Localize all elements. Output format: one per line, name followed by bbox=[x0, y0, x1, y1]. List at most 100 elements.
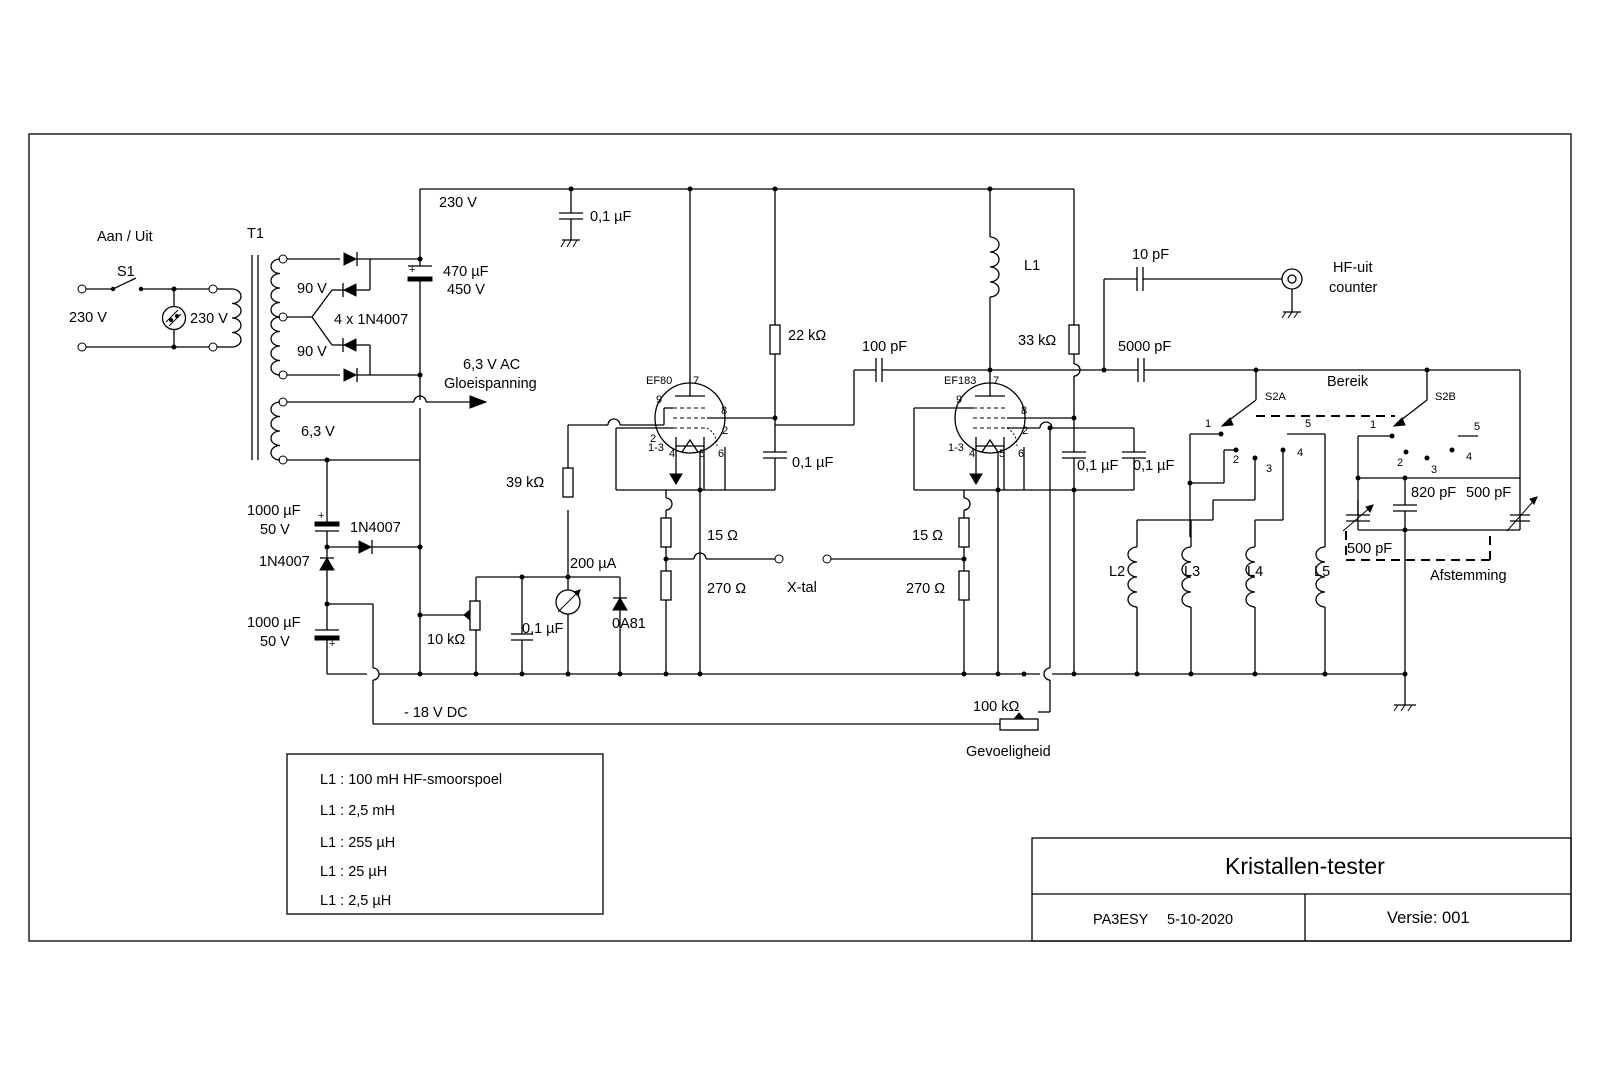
pot-10k bbox=[469, 600, 481, 631]
coil-l3 bbox=[1181, 546, 1192, 608]
s2a-pos5: 5 bbox=[1305, 418, 1311, 430]
s2a-pos1: 1 bbox=[1205, 418, 1211, 430]
bnc-connector bbox=[1281, 268, 1303, 290]
drawing-frame bbox=[28, 133, 1572, 942]
label-neg-cap2-v: 50 V bbox=[260, 634, 290, 650]
coil-l4 bbox=[1245, 546, 1256, 608]
coil-row: L1 : 255 µH bbox=[320, 835, 395, 851]
ef80-pin9: 9 bbox=[656, 394, 662, 406]
terminal bbox=[77, 284, 87, 294]
terminal bbox=[208, 284, 218, 294]
transformer-t1: T1 90 V 90 V 6,3 V bbox=[217, 226, 335, 465]
r270b bbox=[958, 570, 970, 601]
pot-100k bbox=[999, 718, 1039, 731]
s2b-pos1: 1 bbox=[1370, 419, 1376, 431]
s2b-pos2: 2 bbox=[1397, 457, 1403, 469]
label-c5000p: 5000 pF bbox=[1118, 339, 1171, 355]
coil-l5 bbox=[1315, 546, 1326, 608]
label-mains-in: 230 V bbox=[69, 310, 107, 326]
neon-lamp bbox=[161, 305, 187, 331]
label-pot100k: 100 kΩ bbox=[973, 699, 1019, 715]
label-r270a: 270 Ω bbox=[707, 581, 746, 597]
coil-row: L1 : 100 mH HF-smoorspoel bbox=[320, 772, 502, 788]
label-r270b: 270 Ω bbox=[906, 581, 945, 597]
label-power-switch: Aan / Uit bbox=[97, 229, 153, 245]
coil-table: L1 : 100 mH HF-smoorspoel L1 : 2,5 mH L1… bbox=[286, 753, 604, 915]
s2b-pos4: 4 bbox=[1466, 451, 1472, 463]
label-neg-cap2: 1000 µF bbox=[247, 615, 301, 631]
diode bbox=[343, 252, 358, 266]
s2a-pos3: 3 bbox=[1266, 463, 1272, 475]
tube-ef80: 7 9 8 2 2 1-3 4 5 6 EF80 15 Ω 270 Ω bbox=[615, 189, 990, 674]
ef183-pin6: 6 bbox=[1018, 448, 1024, 460]
author: PA3ESY bbox=[1093, 912, 1149, 928]
ef183-pin9: 9 bbox=[956, 394, 962, 406]
label-r15a: 15 Ω bbox=[707, 528, 738, 544]
label-sec-upper: 90 V bbox=[297, 281, 327, 297]
label-c01d: 0,1 µF bbox=[1133, 458, 1175, 474]
ef183-pin5: 5 bbox=[999, 448, 1005, 460]
s2a-pos4: 4 bbox=[1297, 447, 1303, 459]
label-l2: L2 bbox=[1109, 564, 1125, 580]
label-hf-out: HF-uit bbox=[1333, 260, 1372, 276]
label-hv-rail: 230 V bbox=[439, 195, 477, 211]
primary-winding bbox=[231, 288, 242, 348]
label-pot10k: 10 kΩ bbox=[427, 632, 465, 648]
meter-section: 10 kΩ 0,1 µF 200 µA 0A81 39 kΩ bbox=[417, 418, 664, 674]
label-c10p: 10 pF bbox=[1132, 247, 1169, 263]
label-neg-cap1-v: 50 V bbox=[260, 522, 290, 538]
r22k bbox=[769, 324, 781, 355]
xtal-terminal-right bbox=[822, 554, 832, 564]
ef80-pin7: 7 bbox=[693, 375, 699, 387]
label-s2b: S2B bbox=[1435, 391, 1456, 403]
ef80-pin5: 5 bbox=[699, 448, 705, 460]
label-meter: 200 µA bbox=[570, 556, 617, 572]
ef183-pin7: 7 bbox=[993, 375, 999, 387]
label-c100p: 100 pF bbox=[862, 339, 907, 355]
label-c500b: 500 pF bbox=[1466, 485, 1511, 501]
diode-oa81 bbox=[612, 597, 628, 611]
label-c01b: 0,1 µF bbox=[522, 621, 564, 637]
label-xtal: X-tal bbox=[787, 580, 817, 596]
ef183-pin4: 4 bbox=[969, 448, 975, 460]
label-l3: L3 bbox=[1184, 564, 1200, 580]
label-l4: L4 bbox=[1247, 564, 1263, 580]
terminal bbox=[77, 342, 87, 352]
diode bbox=[342, 283, 357, 297]
secondary-hv-lower bbox=[270, 316, 281, 376]
label-diodes: 4 x 1N4007 bbox=[334, 312, 408, 328]
terminal bbox=[208, 342, 218, 352]
ef80-pin8: 8 bbox=[721, 405, 727, 417]
range-switch: Bereik S2A S2B 1 2 3 4 5 bbox=[1109, 370, 1538, 674]
date: 5-10-2020 bbox=[1167, 912, 1233, 928]
title-block: Kristallen-tester PA3ESY 5-10-2020 Versi… bbox=[1031, 837, 1572, 942]
ground-bus bbox=[327, 671, 1416, 712]
label-s2a: S2A bbox=[1265, 391, 1286, 403]
coil-row: L1 : 2,5 mH bbox=[320, 803, 395, 819]
label-ef183: EF183 bbox=[944, 375, 976, 387]
coil-l2 bbox=[1127, 546, 1138, 608]
secondary-hv-upper bbox=[270, 258, 281, 318]
diode bbox=[342, 338, 357, 352]
label-hv-cap-v: 450 V bbox=[447, 282, 485, 298]
negative-supply: + 1000 µF 50 V 1N4007 1N4007 + 1000 µF 5… bbox=[247, 457, 1000, 725]
xtal-terminal-left bbox=[774, 554, 784, 564]
label-s1: S1 bbox=[117, 264, 135, 280]
mains-input: Aan / Uit S1 230 V 230 V bbox=[69, 229, 228, 352]
s2a-pos2: 2 bbox=[1233, 454, 1239, 466]
hv-rectifier: 4 x 1N4007 bbox=[287, 252, 420, 382]
label-lamp-voltage: 230 V bbox=[190, 311, 228, 327]
r15b bbox=[958, 517, 970, 548]
ef183-pin13: 1-3 bbox=[948, 442, 964, 454]
label-heater-out: 6,3 V AC bbox=[463, 357, 520, 373]
ef183-pin2: 2 bbox=[1022, 425, 1028, 437]
r33k bbox=[1068, 324, 1080, 355]
ef183-pin8: 8 bbox=[1021, 405, 1027, 417]
ef80-pin2: 2 bbox=[650, 433, 656, 445]
coil-row: L1 : 2,5 µH bbox=[320, 893, 391, 909]
choke-l1: L1 bbox=[989, 189, 1040, 370]
label-range: Bereik bbox=[1327, 374, 1369, 390]
ef80-pin4: 4 bbox=[669, 448, 675, 460]
label-neg-cap1: 1000 µF bbox=[247, 503, 301, 519]
